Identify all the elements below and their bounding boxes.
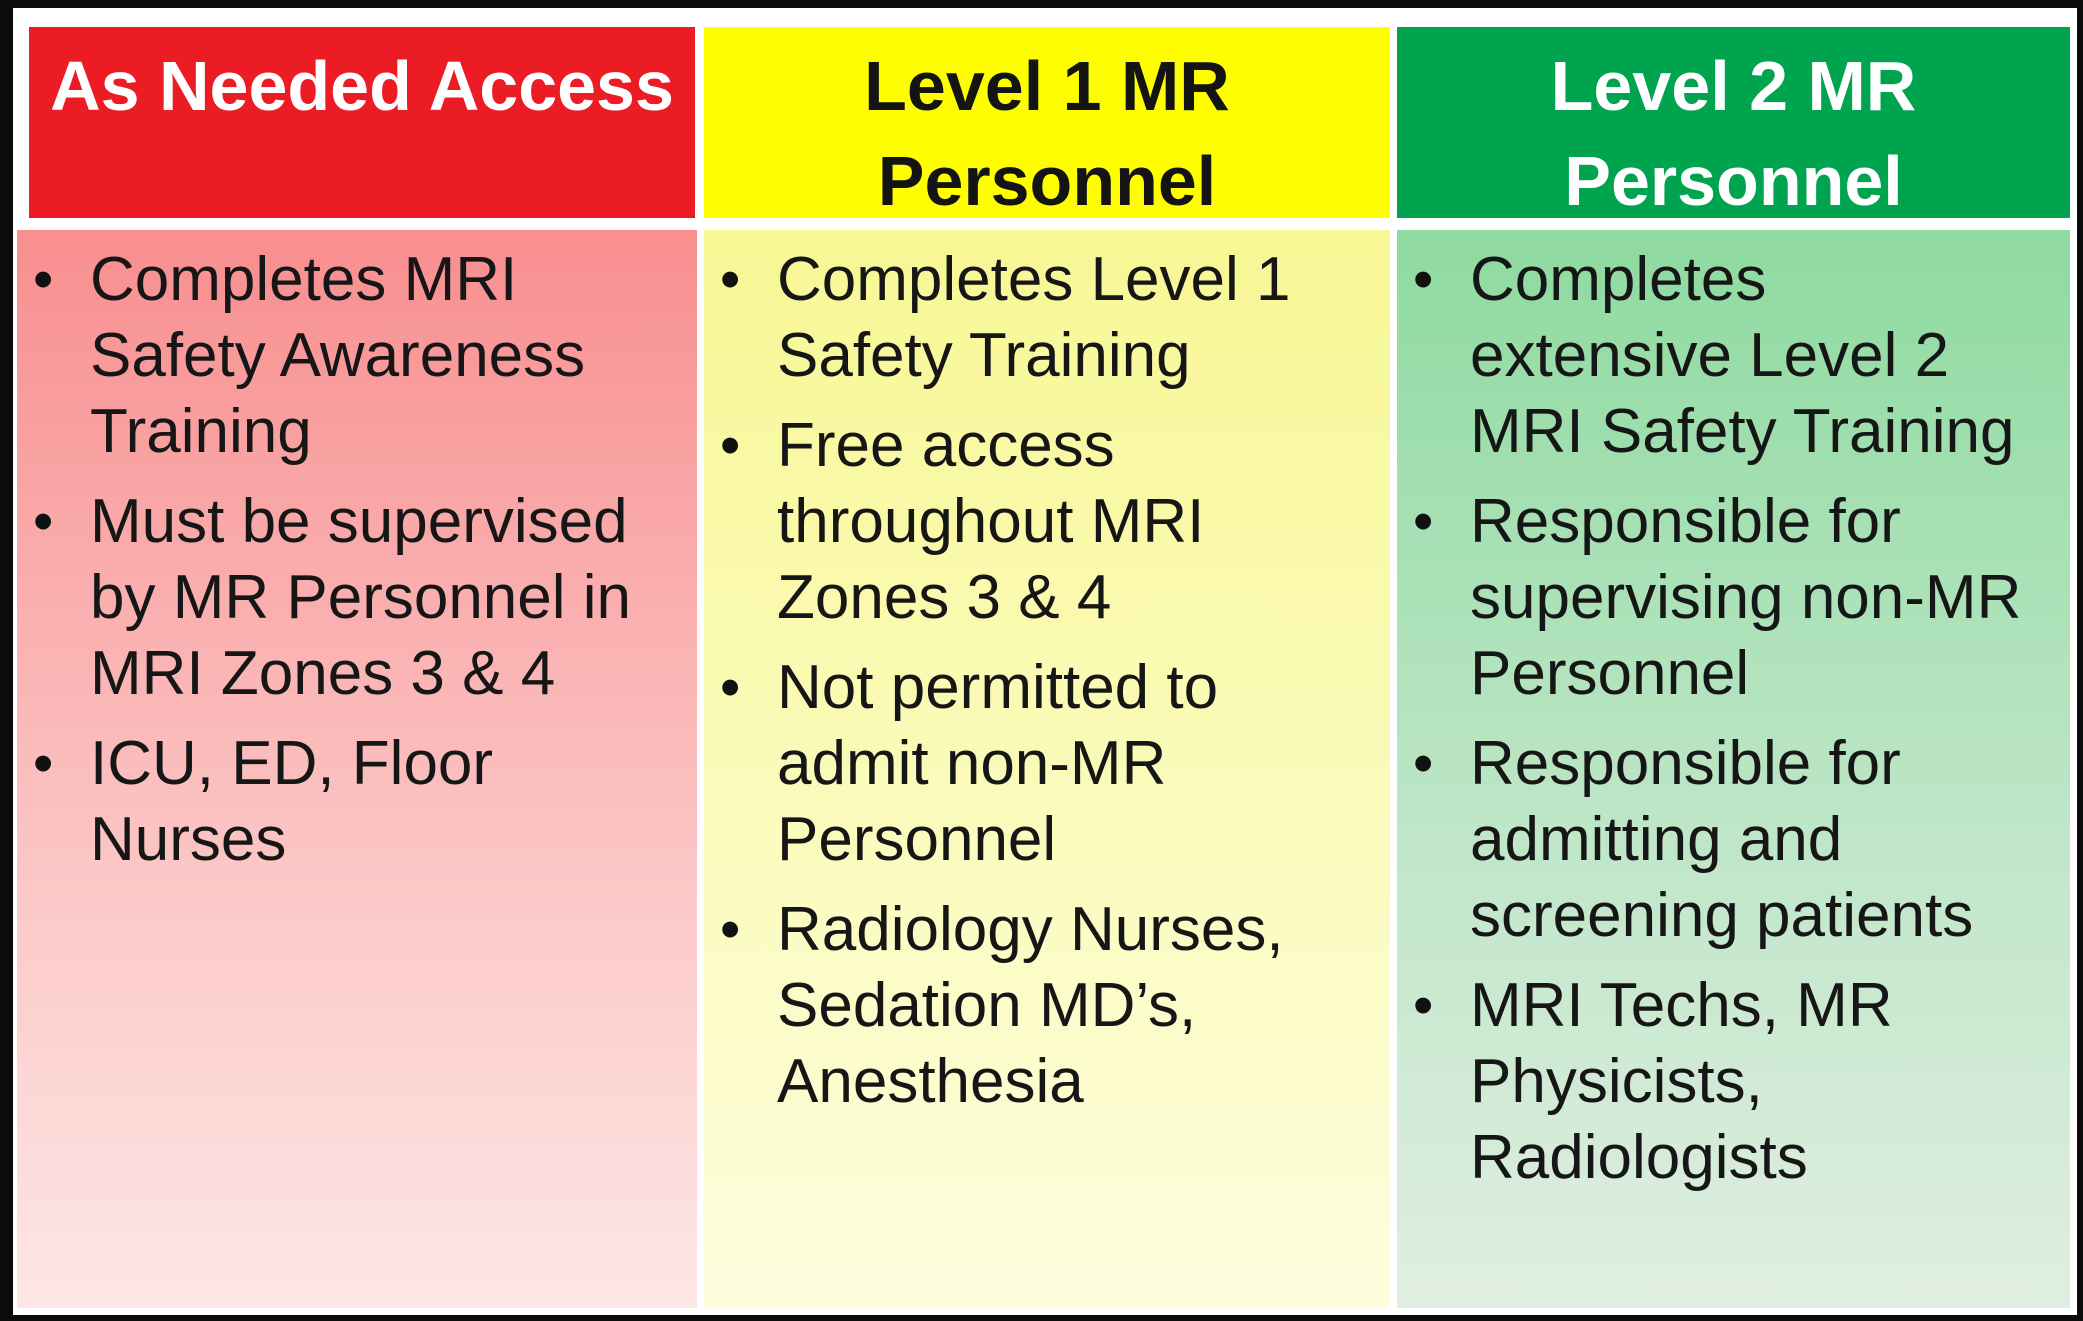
list-item: • Free access throughout MRI Zones 3 & 4 [704,408,1384,636]
bullet-list: • Completes Level 1 Safety Training • Fr… [704,242,1384,1120]
bullet-icon: • [33,489,54,554]
column-body-level-2-mr-personnel: • Completes extensive Level 2 MRI Safety… [1397,230,2070,1308]
column-header-level-1-mr-personnel: Level 1 MR Personnel [704,27,1390,220]
bullet-icon: • [720,897,741,962]
bullet-text: Completes Level 1 Safety Training [777,245,1291,390]
bullet-text: Completes extensive Level 2 MRI Safety T… [1470,245,2015,466]
bullet-text: Not permitted to admit non-MR Personnel [777,653,1219,874]
bullet-text: Radiology Nurses, Sedation MD’s, Anesthe… [777,895,1284,1116]
bullet-icon: • [33,731,54,796]
bullet-text: Free access throughout MRI Zones 3 & 4 [777,411,1205,632]
bullet-text: Responsible for admitting and screening … [1470,729,1974,950]
list-item: • Completes extensive Level 2 MRI Safety… [1397,242,2064,470]
list-item: • ICU, ED, Floor Nurses [17,726,691,878]
bullet-icon: • [720,655,741,720]
list-item: • MRI Techs, MR Physicists, Radiologists [1397,968,2064,1196]
list-item: • Must be supervised by MR Personnel in … [17,484,691,712]
bullet-icon: • [1413,489,1434,554]
list-item: • Responsible for admitting and screenin… [1397,726,2064,954]
bullet-icon: • [1413,973,1434,1038]
column-header-as-needed-access: As Needed Access [29,27,695,218]
bullet-text: ICU, ED, Floor Nurses [90,729,494,874]
bullet-icon: • [720,247,741,312]
list-item: • Radiology Nurses, Sedation MD’s, Anest… [704,892,1384,1120]
bullet-text: MRI Techs, MR Physicists, Radiologists [1470,971,1893,1192]
bullet-icon: • [720,413,741,478]
list-item: • Responsible for supervising non-MR Per… [1397,484,2064,712]
bullet-icon: • [1413,731,1434,796]
bullet-text: Responsible for supervising non-MR Perso… [1470,487,2022,708]
bullet-icon: • [33,247,54,312]
bullet-list: • Completes extensive Level 2 MRI Safety… [1397,242,2064,1196]
table-grid: As Needed Access Level 1 MR Personnel Le… [17,27,2070,1308]
bullet-icon: • [1413,247,1434,312]
bullet-list: • Completes MRI Safety Awareness Trainin… [17,242,691,878]
bullet-text: Must be supervised by MR Personnel in MR… [90,487,632,708]
list-item: • Not permitted to admit non-MR Personne… [704,650,1384,878]
list-item: • Completes MRI Safety Awareness Trainin… [17,242,691,470]
column-body-as-needed-access: • Completes MRI Safety Awareness Trainin… [17,230,697,1308]
bullet-text: Completes MRI Safety Awareness Training [90,245,586,466]
column-header-level-2-mr-personnel: Level 2 MR Personnel [1397,27,2070,220]
column-body-level-1-mr-personnel: • Completes Level 1 Safety Training • Fr… [704,230,1390,1308]
list-item: • Completes Level 1 Safety Training [704,242,1384,394]
